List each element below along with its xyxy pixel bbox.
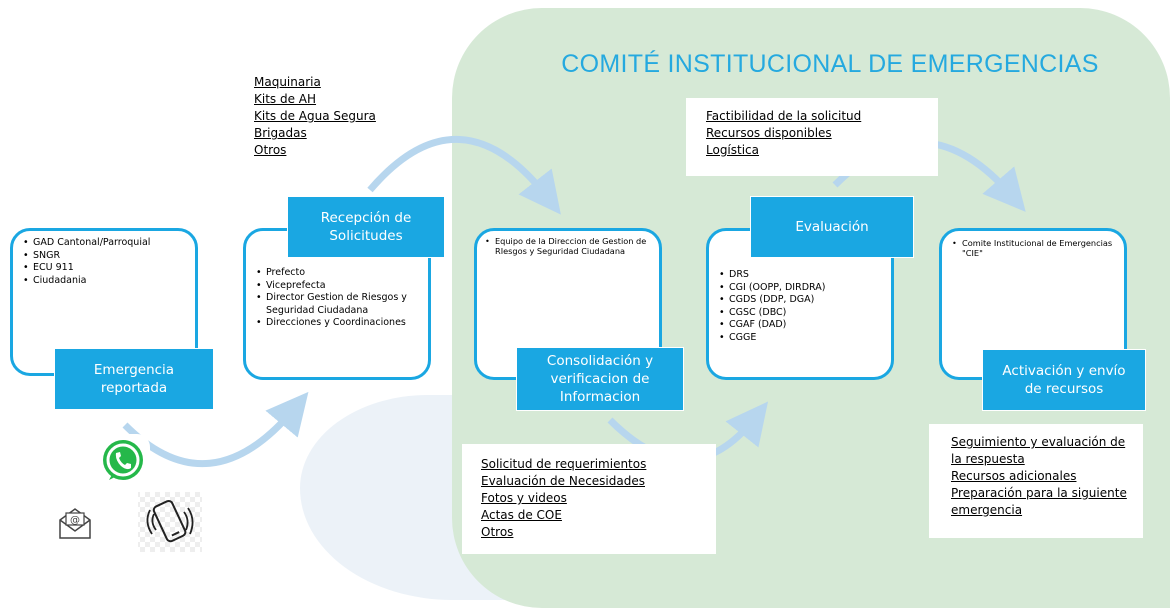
resources-list: Maquinaria Kits de AH Kits de Agua Segur… (254, 74, 404, 159)
list-item: Otros (254, 143, 287, 157)
stage-consolidacion-label: Consolidación y verificacion de Informac… (516, 347, 684, 411)
arrow-2 (367, 136, 561, 215)
list-item: Factibilidad de la solicitud (706, 109, 862, 123)
stage-evaluacion-list: DRS CGI (OOPP, DIRDRA) CGDS (DDP, DGA) C… (717, 269, 891, 345)
email-icon: @ (56, 504, 94, 542)
list-item: GAD Cantonal/Parroquial (23, 237, 195, 250)
list-item: ECU 911 (23, 262, 195, 275)
list-item: Actas de COE (481, 508, 562, 522)
list-item: Kits de Agua Segura (254, 109, 376, 123)
list-item: Recursos disponibles (706, 126, 832, 140)
requirements-list: Solicitud de requerimientos Evaluación d… (481, 456, 716, 541)
stage-evaluacion-label: Evaluación (750, 196, 914, 258)
requirements-note: Solicitud de requerimientos Evaluación d… (462, 444, 716, 554)
list-item: Evaluación de Necesidades (481, 474, 645, 488)
list-item: Solicitud de requerimientos (481, 457, 647, 471)
stage-consolidacion-list: Equipo de la Direccion de Gestion de RIe… (483, 236, 659, 256)
evaluation-list: Factibilidad de la solicitud Recursos di… (706, 108, 938, 159)
list-item: Brigadas (254, 126, 307, 140)
list-item: DRS (719, 269, 891, 282)
list-item: SNGR (23, 250, 195, 263)
stage-recepcion-list: Prefecto Viceprefecta Director Gestion d… (254, 267, 428, 330)
list-item: CGAF (DAD) (719, 319, 891, 332)
whatsapp-icon (94, 432, 152, 490)
list-item: Kits de AH (254, 92, 317, 106)
list-item: Recursos adicionales (951, 469, 1077, 483)
svg-text:@: @ (70, 515, 80, 526)
list-item: Otros (481, 525, 514, 539)
list-item: Preparación para la siguiente emergencia (951, 486, 1127, 517)
list-item: Viceprefecta (256, 280, 428, 293)
list-item: Fotos y videos (481, 491, 567, 505)
list-item: CGGE (719, 332, 891, 345)
list-item: CGDS (DDP, DGA) (719, 294, 891, 307)
stage-activacion-list: Comite Institucional de Emergencias "CIE… (950, 238, 1124, 258)
list-item: Logística (706, 143, 760, 157)
list-item: CGSC (DBC) (719, 307, 891, 320)
phone-vibrate-icon (138, 492, 202, 552)
committee-title: COMITÉ INSTITUCIONAL DE EMERGENCIAS (561, 50, 1099, 78)
list-item: Prefecto (256, 267, 428, 280)
stage-emergencia-label: Emergencia reportada (54, 348, 214, 410)
list-item: Director Gestion de Riesgos y Seguridad … (256, 292, 428, 317)
stage-recepcion-label: Recepción de Solicitudes (287, 196, 445, 258)
list-item: Comite Institucional de Emergencias "CIE… (952, 238, 1124, 258)
followup-note: Seguimiento y evaluación de la respuesta… (929, 424, 1143, 538)
evaluation-note: Factibilidad de la solicitud Recursos di… (686, 98, 938, 176)
list-item: Equipo de la Direccion de Gestion de RIe… (485, 236, 659, 256)
followup-list: Seguimiento y evaluación de la respuesta… (951, 434, 1133, 519)
stage-emergencia-list: GAD Cantonal/Parroquial SNGR ECU 911 Ciu… (21, 237, 195, 287)
list-item: Maquinaria (254, 75, 321, 89)
stage-activacion-label: Activación y envío de recursos (982, 349, 1146, 411)
list-item: Seguimiento y evaluación de la respuesta (951, 435, 1126, 466)
list-item: Ciudadania (23, 275, 195, 288)
list-item: CGI (OOPP, DIRDRA) (719, 282, 891, 295)
list-item: Direcciones y Coordinaciones (256, 317, 428, 330)
